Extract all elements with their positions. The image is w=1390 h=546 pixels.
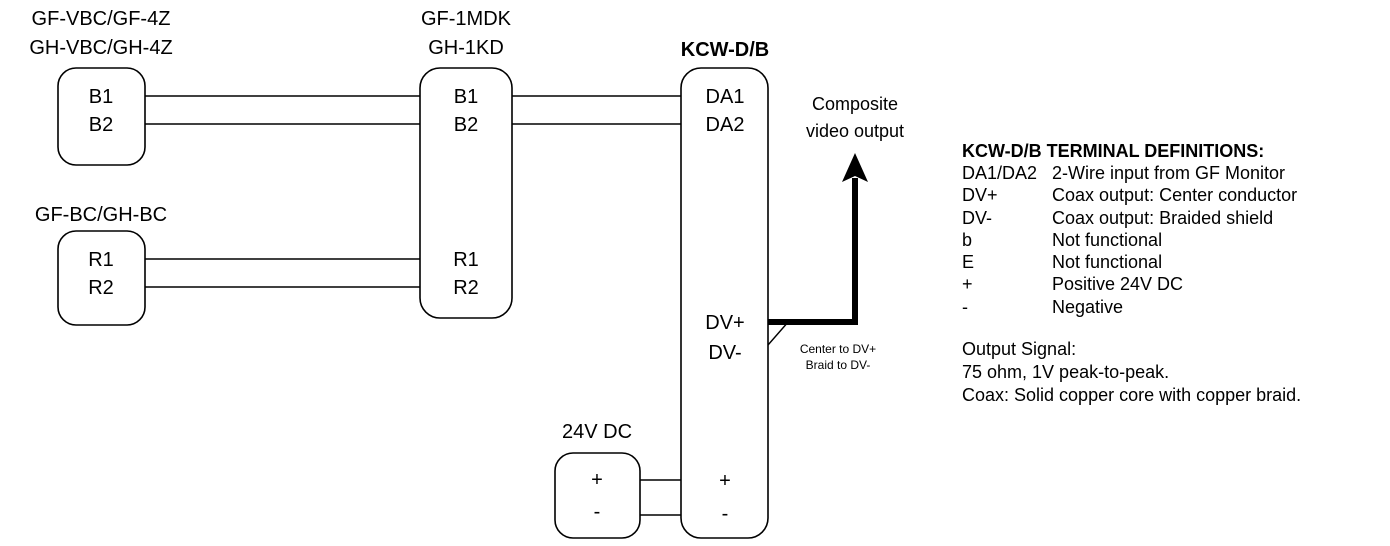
terminal-r1: R1 [88,249,114,271]
definition-desc: Positive 24V DC [1052,274,1184,295]
definition-term: DV- [962,207,993,228]
definition-term: - [962,296,968,317]
definition-desc: Negative [1052,296,1124,317]
output-signal-heading: Output Signal: [962,339,1077,360]
device-kcw: KCW-D/B DA1 DA2 DV+ DV- + - [680,39,769,539]
definition-term: DA1/DA2 [962,163,1038,183]
definition-term: b [962,229,973,250]
composite-output-line-2: video output [806,121,904,141]
device-kcw-box [680,67,769,539]
definitions-title: KCW-D/B TERMINAL DEFINITIONS: [962,141,1265,161]
definition-term: E [962,252,975,273]
definition-row: DV+ Coax output: Center conductor [962,184,1382,206]
coax-output-cable [768,153,868,325]
device-kcw-label: KCW-D/B [681,39,769,61]
definition-row: - Negative [962,296,1382,318]
definition-term: + [962,274,973,295]
definition-row: DV- Coax output: Braided shield [962,207,1382,229]
power-supply: 24V DC + - [554,421,641,539]
device-gf-1mdk-label-1: GF-1MDK [421,8,512,30]
terminal-psu-plus: + [591,469,603,491]
device-gf-1mdk-box [419,67,513,319]
device-gf-1mdk: GF-1MDK GH-1KD B1 B2 R1 R2 [419,8,513,319]
terminal-psu-minus: - [594,501,601,523]
device-gf-bc: GF-BC/GH-BC R1 R2 [35,204,167,326]
definition-row: + Positive 24V DC [962,273,1382,295]
composite-output-line-1: Composite [812,94,898,114]
device-gf-vbc-label-1: GF-VBC/GF-4Z [32,8,171,30]
definition-desc: Coax output: Center conductor [1052,185,1298,206]
terminal-dv-plus: DV+ [705,312,744,334]
definition-row: E Not functional [962,251,1382,273]
arrow-up-icon [842,153,868,182]
definition-row: b Not functional [962,229,1382,251]
definition-term: DV+ [962,185,998,206]
device-gf-1mdk-label-2: GH-1KD [428,37,504,59]
definition-desc: 2-Wire input from GF Monitor [1052,163,1286,183]
coax-note: Center to DV+ Braid to DV- [800,342,876,372]
terminal-definitions-panel: KCW-D/B TERMINAL DEFINITIONS: DA1/DA2 2-… [962,140,1382,407]
output-signal-line: Coax: Solid copper core with copper brai… [962,385,1302,406]
output-signal-line: 75 ohm, 1V peak-to-peak. [962,362,1170,383]
definition-desc: Coax output: Braided shield [1052,207,1274,228]
coax-note-line-1: Center to DV+ [800,342,876,356]
device-gf-bc-box [57,230,146,326]
wires [145,95,790,516]
terminal-r2: R2 [88,277,114,299]
power-supply-box [554,452,641,539]
terminal-b1: B1 [89,86,113,108]
terminal-1mdk-r1: R1 [453,249,479,271]
device-gf-vbc-label-2: GH-VBC/GH-4Z [29,37,172,59]
device-gf-bc-label: GF-BC/GH-BC [35,204,167,226]
terminal-1mdk-b2: B2 [454,114,478,136]
terminal-kcw-plus: + [719,470,731,492]
terminal-da1: DA1 [706,86,745,108]
terminal-1mdk-r2: R2 [453,277,479,299]
composite-output-label: Composite video output [806,94,904,141]
device-gf-vbc-box [57,67,146,166]
coax-note-line-2: Braid to DV- [806,358,871,372]
terminal-b2: B2 [89,114,113,136]
definition-desc: Not functional [1052,252,1163,273]
definition-desc: Not functional [1052,229,1163,250]
terminal-dv-minus: DV- [708,342,741,364]
terminal-da2: DA2 [706,114,745,136]
terminal-kcw-minus: - [722,503,729,525]
device-gf-vbc: GF-VBC/GF-4Z GH-VBC/GH-4Z B1 B2 [29,8,173,166]
terminal-1mdk-b1: B1 [454,86,478,108]
coax-cable [768,178,858,325]
definition-row: DA1/DA2 2-Wire input from GF Monitor [962,162,1382,184]
output-signal-block: Output Signal: 75 ohm, 1V peak-to-peak. … [962,338,1382,407]
power-supply-label: 24V DC [562,421,632,443]
